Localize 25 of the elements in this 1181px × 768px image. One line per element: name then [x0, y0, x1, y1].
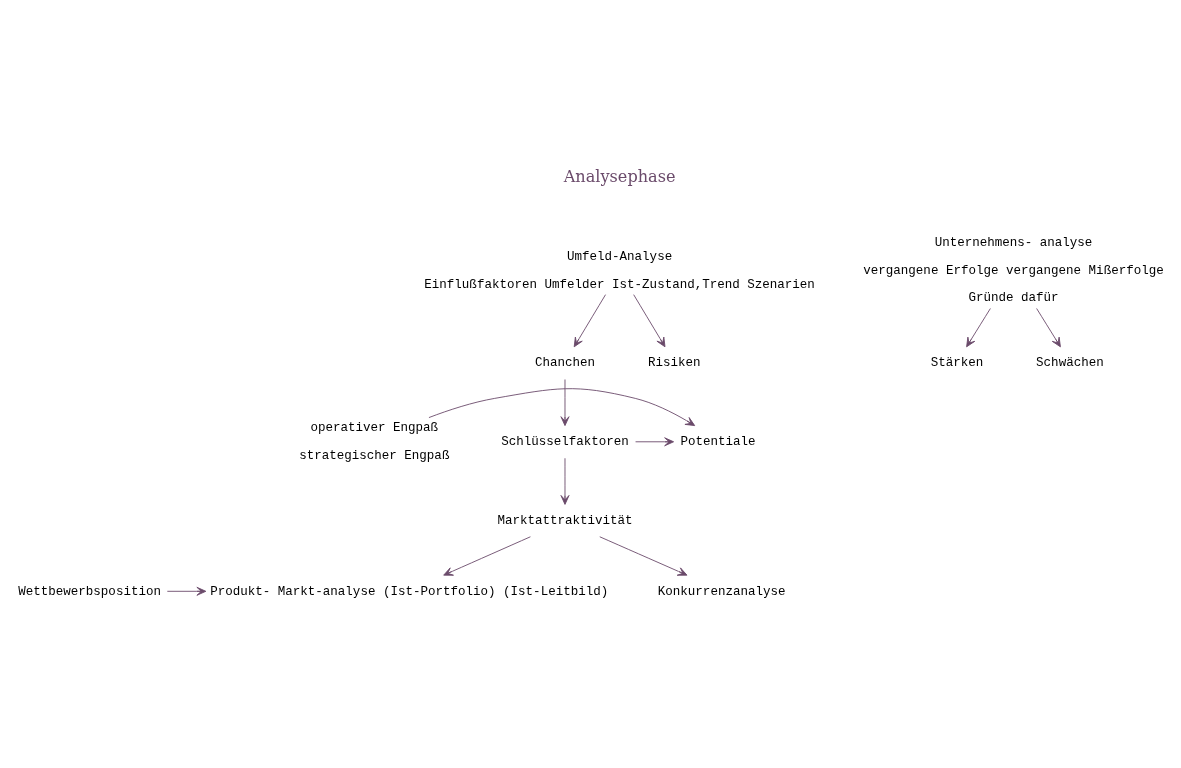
- arrow: [635, 436, 675, 446]
- node-text: operativer Engpaß strategischer Engpaß: [299, 420, 450, 463]
- arrow: [1036, 307, 1061, 347]
- arrow: [633, 293, 666, 347]
- node-text: Stärken: [930, 355, 984, 370]
- node-text: Marktattraktivität: [497, 513, 633, 528]
- node-text: Produkt- Markt-analyse (Ist-Portfolio) (Ist-Leitbild): [210, 584, 609, 599]
- arrow: [560, 378, 570, 426]
- label: Analysephase: [563, 166, 676, 186]
- node-text: Wettbewerbsposition: [18, 584, 161, 599]
- arrow: [443, 535, 531, 576]
- node-text: Schlüsselfaktoren: [501, 434, 629, 449]
- arrow: [560, 457, 570, 505]
- node-text: Chanchen: [534, 355, 596, 370]
- node-text: Umfeld-Analyse Einflußfaktoren Umfelder Ist-Zustand,Trend Szenarien: [424, 249, 815, 292]
- arrow: [573, 293, 606, 347]
- node-text: Potentiale: [680, 434, 756, 449]
- node-text: Schwächen: [1036, 355, 1104, 370]
- node-text: Risiken: [647, 355, 701, 370]
- arrow: [599, 535, 688, 576]
- arrow: [428, 387, 696, 426]
- arrow: [166, 586, 207, 596]
- node-text: Unternehmens- analyse vergangene Erfolge vergangene Mißerfolge Gründe dafür: [863, 235, 1164, 305]
- arrow: [966, 307, 991, 347]
- node-text: Konkurrenzanalyse: [657, 584, 786, 599]
